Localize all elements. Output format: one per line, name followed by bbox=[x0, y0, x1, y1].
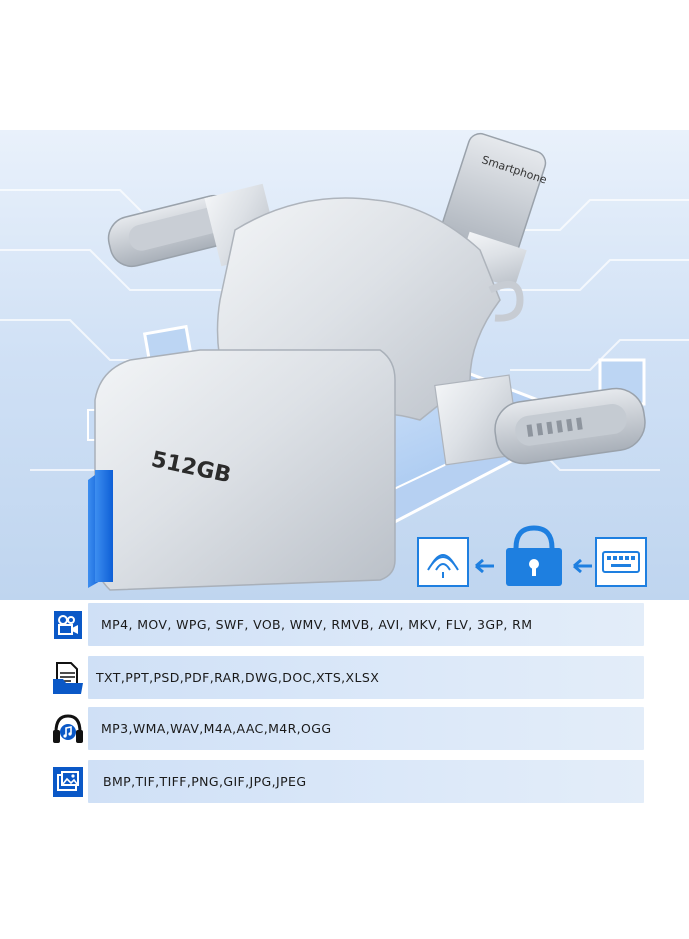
video-formats-label: MP4, MOV, WPG, SWF, VOB, WMV, RMVB, AVI,… bbox=[101, 617, 533, 632]
document-formats-label: TXT,PPT,PSD,PDF,RAR,DWG,DOC,XTS,XLSX bbox=[96, 670, 380, 685]
documents-icon bbox=[53, 661, 83, 694]
usb-a-body: 512GB bbox=[88, 349, 396, 591]
audio-formats-label: MP3,WMA,WAV,M4A,AAC,M4R,OGG bbox=[101, 721, 332, 736]
image-formats-label: BMP,TIF,TIFF,PNG,GIF,JPG,JPEG bbox=[103, 774, 307, 789]
format-row-audio: MP3,WMA,WAV,M4A,AAC,M4R,OGG bbox=[48, 707, 644, 750]
cable-loop bbox=[488, 280, 524, 322]
security-icons-row bbox=[417, 525, 647, 587]
product-illustration: Smartphone 512GB bbox=[0, 130, 689, 600]
product-hero-image: Smartphone 512GB bbox=[0, 130, 689, 600]
video-camera-icon bbox=[54, 610, 82, 639]
arrow-left-icon bbox=[475, 558, 494, 574]
fingerprint-icon bbox=[417, 537, 469, 587]
padlock-icon bbox=[506, 525, 562, 586]
format-row-video: MP4, MOV, WPG, SWF, VOB, WMV, RMVB, AVI,… bbox=[48, 603, 644, 646]
format-row-documents: TXT,PPT,PSD,PDF,RAR,DWG,DOC,XTS,XLSX bbox=[48, 656, 644, 699]
return-arrow-icon bbox=[573, 558, 592, 574]
format-row-images: BMP,TIF,TIFF,PNG,GIF,JPG,JPEG bbox=[48, 760, 644, 803]
headphones-icon bbox=[53, 713, 83, 743]
pictures-icon bbox=[53, 766, 83, 797]
usb-c-connector-right bbox=[434, 374, 646, 466]
keyboard-icon bbox=[595, 537, 647, 587]
